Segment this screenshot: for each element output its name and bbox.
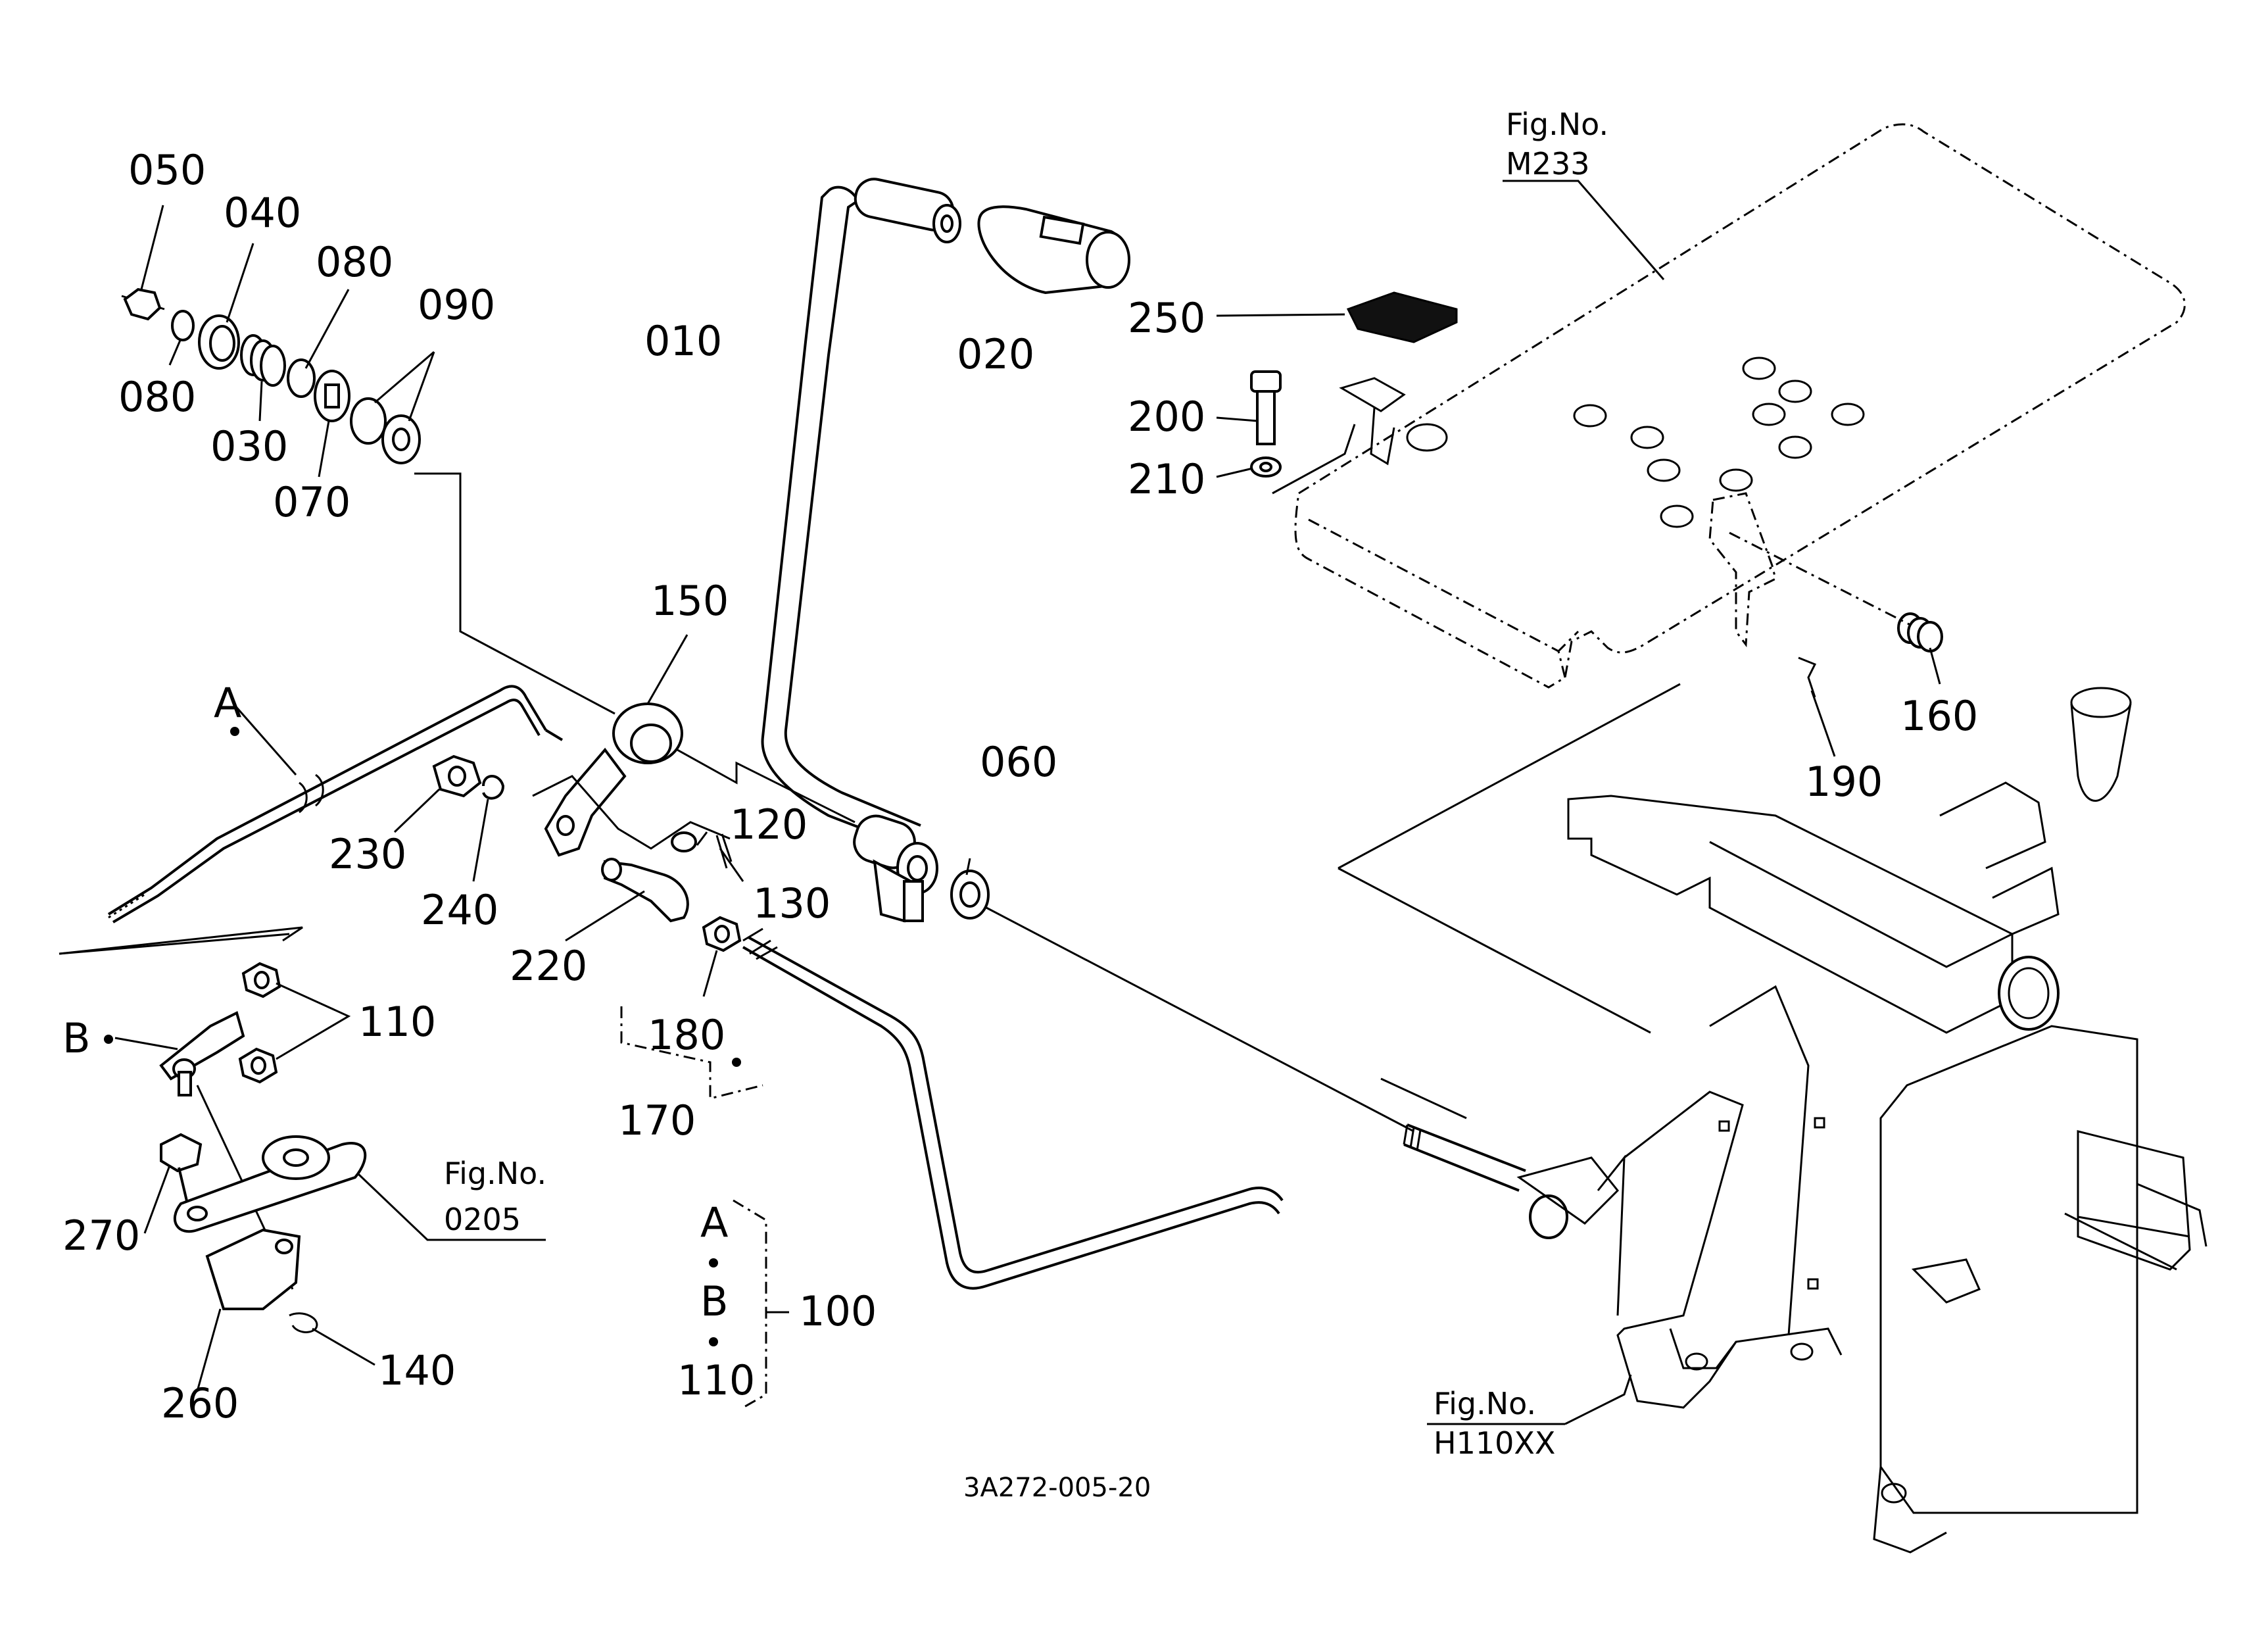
- lever-arm-150: [544, 702, 683, 857]
- bolt-200: [1250, 370, 1282, 445]
- group-100-bracket: [733, 1199, 767, 1409]
- rod-a: [107, 685, 564, 923]
- label-200: 200: [1128, 393, 1205, 441]
- washer-080-right: [287, 358, 316, 398]
- label-210: 210: [1128, 455, 1205, 503]
- label-180: 180: [648, 1011, 725, 1059]
- ref-a-dot: [230, 727, 239, 736]
- drawing-number: 3A272-005-20: [963, 1473, 1151, 1503]
- label-030: 030: [210, 422, 288, 470]
- fig-h110xx-label: Fig.No.: [1434, 1386, 1536, 1421]
- kit-ref-b: B: [700, 1277, 729, 1325]
- shift-lever-010: [761, 178, 961, 850]
- label-090: 090: [418, 281, 495, 329]
- fig-0205-label: Fig.No.: [444, 1156, 546, 1191]
- label-050: 050: [128, 146, 206, 194]
- label-230: 230: [329, 830, 406, 878]
- label-120: 120: [730, 800, 808, 848]
- label-080-left: 080: [118, 373, 196, 421]
- ref-b: B: [62, 1014, 91, 1062]
- label-130: 130: [753, 879, 831, 927]
- clevis-260: [205, 1228, 301, 1310]
- washer-080-left: [171, 310, 195, 341]
- lockwasher-240: [482, 775, 505, 800]
- label-190: 190: [1805, 758, 1883, 806]
- spring-160: [1897, 612, 1943, 652]
- label-160: 160: [1900, 692, 1978, 740]
- plate-0205: [173, 1135, 367, 1233]
- washer-120: [671, 831, 697, 852]
- ref-170-dot: [732, 1058, 741, 1067]
- seat-plate-m233: [1294, 123, 2186, 689]
- kit-dot-b: [709, 1337, 718, 1346]
- label-070: 070: [273, 478, 350, 526]
- pin-190: [1798, 656, 1817, 698]
- label-040: 040: [224, 189, 301, 237]
- fig-m233-label: Fig.No.: [1506, 107, 1608, 142]
- lever-pivot: [853, 814, 938, 923]
- grip-020: [977, 205, 1130, 295]
- label-250: 250: [1128, 294, 1205, 342]
- kit-dot-a: [709, 1258, 718, 1267]
- kit-ref-a: A: [700, 1198, 728, 1246]
- label-150: 150: [651, 577, 729, 625]
- washer-090-a: [350, 397, 387, 445]
- guide-line-a: [532, 775, 731, 850]
- rod-end-fitting: [1403, 1123, 1526, 1192]
- label-220: 220: [510, 942, 587, 990]
- shaft-right: [2064, 1212, 2177, 1271]
- label-110: 110: [358, 998, 436, 1046]
- kit-110: 110: [677, 1356, 755, 1404]
- leaders-lower-left: [114, 703, 971, 1392]
- label-080-top: 080: [316, 238, 393, 286]
- pedal-250: [1339, 291, 1458, 466]
- label-010: 010: [644, 317, 722, 365]
- fig-0205-value: 0205: [444, 1202, 521, 1237]
- leader-150: [646, 634, 688, 704]
- nut-050: [123, 287, 162, 321]
- bracket-b: [159, 1011, 245, 1096]
- label-020: 020: [957, 330, 1034, 378]
- fig-m233-value: M233: [1506, 146, 1590, 182]
- ref-triangle: [59, 926, 303, 955]
- clip-140: [289, 1312, 318, 1333]
- bolt-270: [160, 1133, 203, 1204]
- leaders-top-left: [140, 205, 615, 715]
- rod-170: [742, 927, 1284, 1290]
- label-140: 140: [378, 1346, 456, 1394]
- ref-a: A: [214, 679, 241, 727]
- label-270: 270: [62, 1212, 140, 1260]
- label-100: 100: [799, 1287, 877, 1335]
- spring-030: [240, 334, 286, 387]
- group-170-bracket: [620, 1006, 763, 1100]
- leader-h110xx: [1564, 1374, 1632, 1425]
- label-260: 260: [161, 1379, 239, 1427]
- frame-h110xx: [1338, 683, 2208, 1554]
- leaders-right-top: [1216, 180, 1941, 757]
- rubber-plugs: [1573, 356, 1865, 528]
- label-170: 170: [618, 1096, 696, 1144]
- small-parts-cluster: [121, 287, 421, 464]
- fig-h110xx-value: H110XX: [1434, 1425, 1555, 1461]
- ref-b-dot: [104, 1035, 113, 1044]
- label-240: 240: [421, 886, 498, 934]
- label-060: 060: [980, 738, 1057, 786]
- ball-joint-220: [601, 858, 689, 923]
